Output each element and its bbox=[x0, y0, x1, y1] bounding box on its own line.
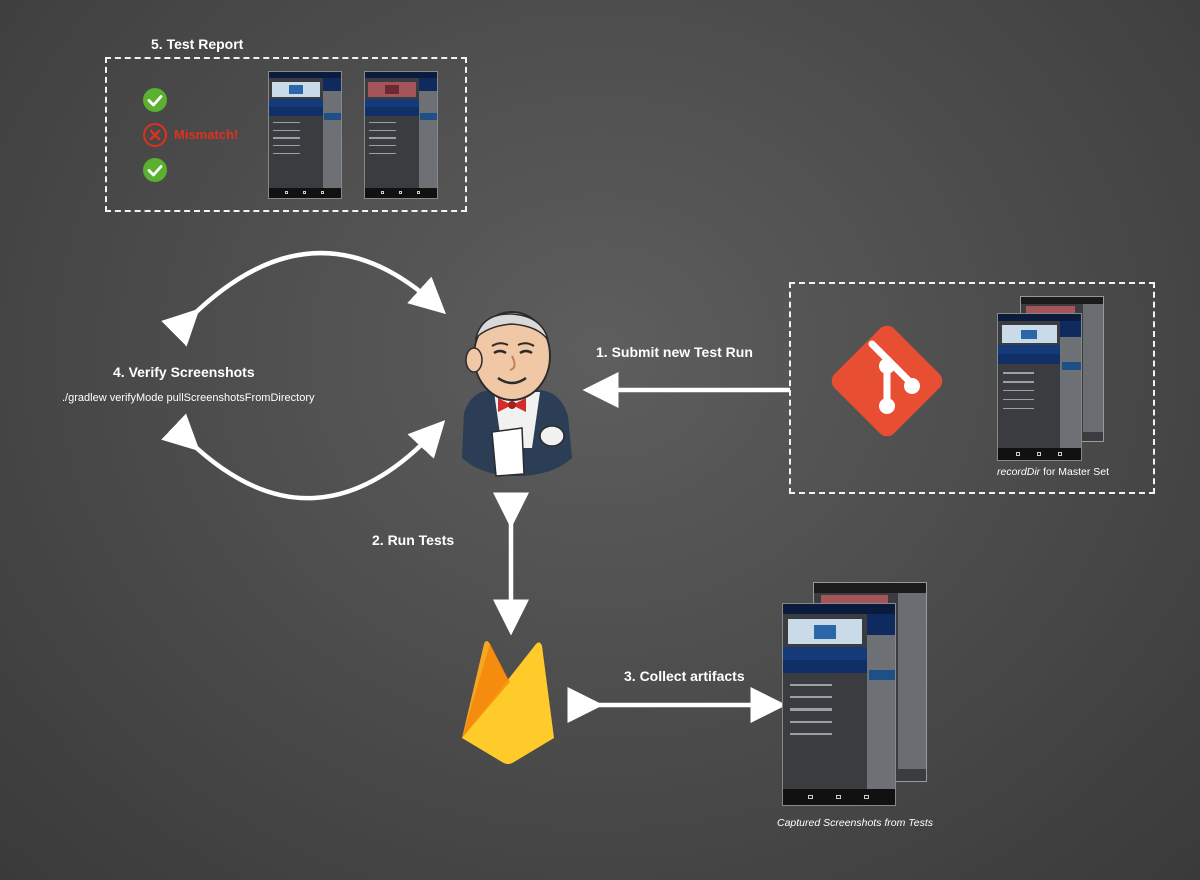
report-screenshot-actual bbox=[364, 71, 438, 199]
run-tests-step-label: 2. Run Tests bbox=[372, 532, 455, 548]
collect-step-label: 3. Collect artifacts bbox=[624, 668, 745, 684]
master-set-caption: recordDir for Master Set bbox=[997, 466, 1109, 478]
git-logo bbox=[831, 325, 943, 437]
test-report-title: 5. Test Report bbox=[151, 36, 244, 52]
captured-screenshot-front bbox=[782, 603, 896, 806]
captured-caption: Captured Screenshots from Tests bbox=[777, 817, 934, 829]
submit-step-label: 1. Submit new Test Run bbox=[596, 344, 753, 360]
firebase-logo bbox=[462, 641, 554, 764]
check-icon bbox=[143, 88, 167, 112]
jenkins-logo bbox=[462, 311, 572, 477]
verify-top-arrow bbox=[161, 250, 446, 347]
check-icon bbox=[143, 158, 167, 182]
mismatch-label: Mismatch! bbox=[174, 127, 239, 142]
test-report-box bbox=[105, 57, 467, 212]
x-icon bbox=[143, 123, 167, 147]
master-screenshot-front bbox=[997, 313, 1082, 461]
master-set-caption-rest: for Master Set bbox=[1040, 466, 1110, 478]
report-screenshot-expected bbox=[268, 71, 342, 199]
master-set-box bbox=[789, 282, 1155, 494]
master-set-caption-italic: recordDir bbox=[997, 466, 1041, 478]
verify-bottom-arrow bbox=[161, 413, 446, 501]
verify-step-label: 4. Verify Screenshots bbox=[113, 364, 255, 380]
verify-command: ./gradlew verifyMode pullScreenshotsFrom… bbox=[62, 392, 315, 404]
